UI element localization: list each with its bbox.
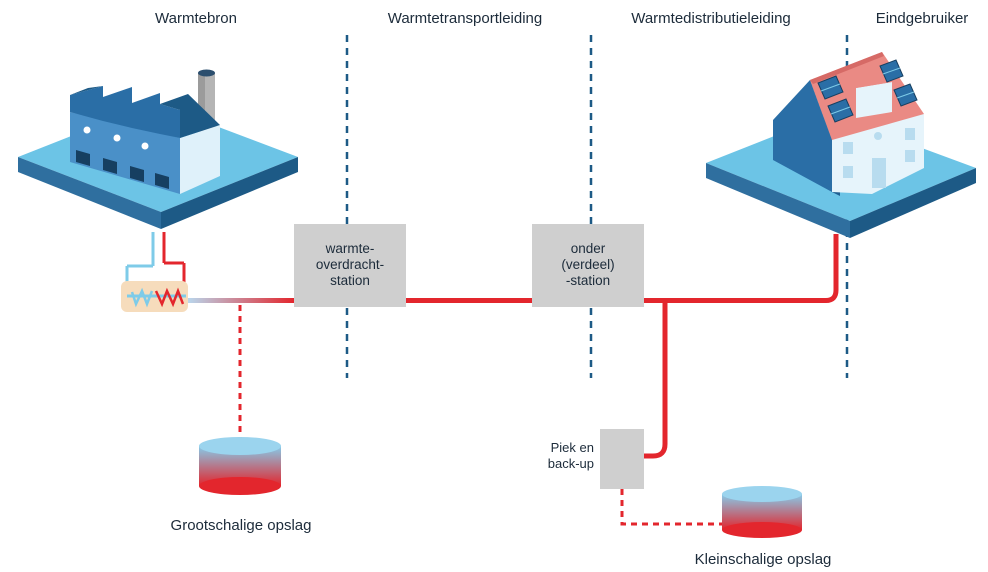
transfer-station-label-line: station (330, 273, 370, 288)
factory-building-icon (70, 69, 220, 194)
small-storage-label: Kleinschalige opslag (694, 551, 832, 568)
substation-label-line: (verdeel) (561, 257, 615, 272)
substation-label: onder (verdeel) -station (561, 241, 614, 289)
small-storage-tank-icon (722, 486, 802, 538)
heat-exchanger-icon (121, 232, 188, 312)
transfer-station-box (294, 224, 406, 307)
peak-backup-label-line: Piek en (550, 440, 594, 455)
substation-label-line: -station (565, 273, 611, 288)
transfer-station-label-line: warmte- (325, 241, 375, 256)
pipe-gradient-segment (188, 298, 294, 303)
large-storage-tank-icon (199, 437, 281, 495)
peak-backup-label: Piek en back-up (528, 440, 594, 472)
column-header-transport: Warmtetransportleiding (387, 10, 543, 27)
column-header-source: Warmtebron (155, 10, 237, 27)
transfer-station-label: warmte- overdracht- station (316, 241, 384, 289)
house-icon (773, 52, 924, 196)
transfer-station-label-line: overdracht- (315, 257, 385, 272)
pipe-distribution (644, 234, 839, 303)
substation-label-line: onder (570, 241, 606, 256)
pipe-to-small-storage (620, 489, 722, 526)
substation-box (532, 224, 644, 307)
column-dividers (345, 35, 849, 378)
pipe-network (188, 234, 839, 526)
large-storage-label: Grootschalige opslag (170, 517, 312, 534)
column-header-end-user: Eindgebruiker (875, 10, 969, 27)
peak-backup-box (600, 429, 644, 489)
pipe-peak-branch (644, 300, 668, 459)
column-header-distribution: Warmtedistributieleiding (631, 10, 791, 27)
peak-backup-label-line: back-up (547, 456, 594, 471)
